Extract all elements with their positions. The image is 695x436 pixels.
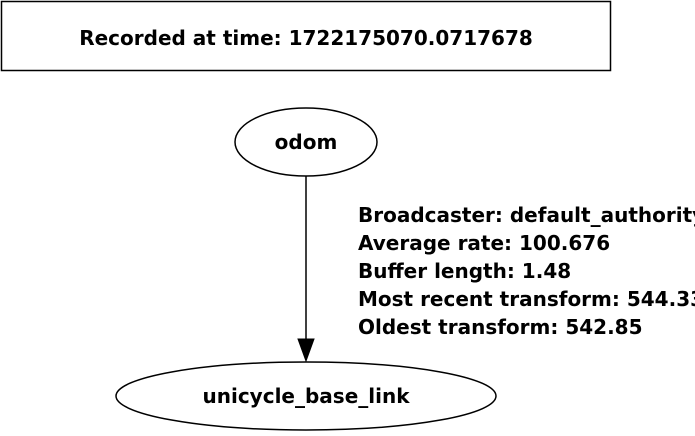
edge-info: Broadcaster: default_authority Average r… [358, 203, 695, 339]
recorded-time-box [0, 0, 612, 72]
oldest-transform-label: Oldest transform: 542.85 [358, 315, 643, 339]
most-recent-transform-label: Most recent transform: 544.33 [358, 287, 695, 311]
broadcaster-label: Broadcaster: default_authority [358, 203, 695, 227]
edge-arrowhead-icon [297, 338, 315, 363]
buffer-length-label: Buffer length: 1.48 [358, 259, 571, 283]
parent-frame-label: odom [275, 130, 338, 154]
average-rate-label: Average rate: 100.676 [358, 231, 610, 255]
child-frame-node[interactable] [115, 361, 497, 431]
recorded-time-label: Recorded at time: 1722175070.0717678 [79, 26, 533, 50]
child-frame-label: unicycle_base_link [202, 384, 410, 408]
